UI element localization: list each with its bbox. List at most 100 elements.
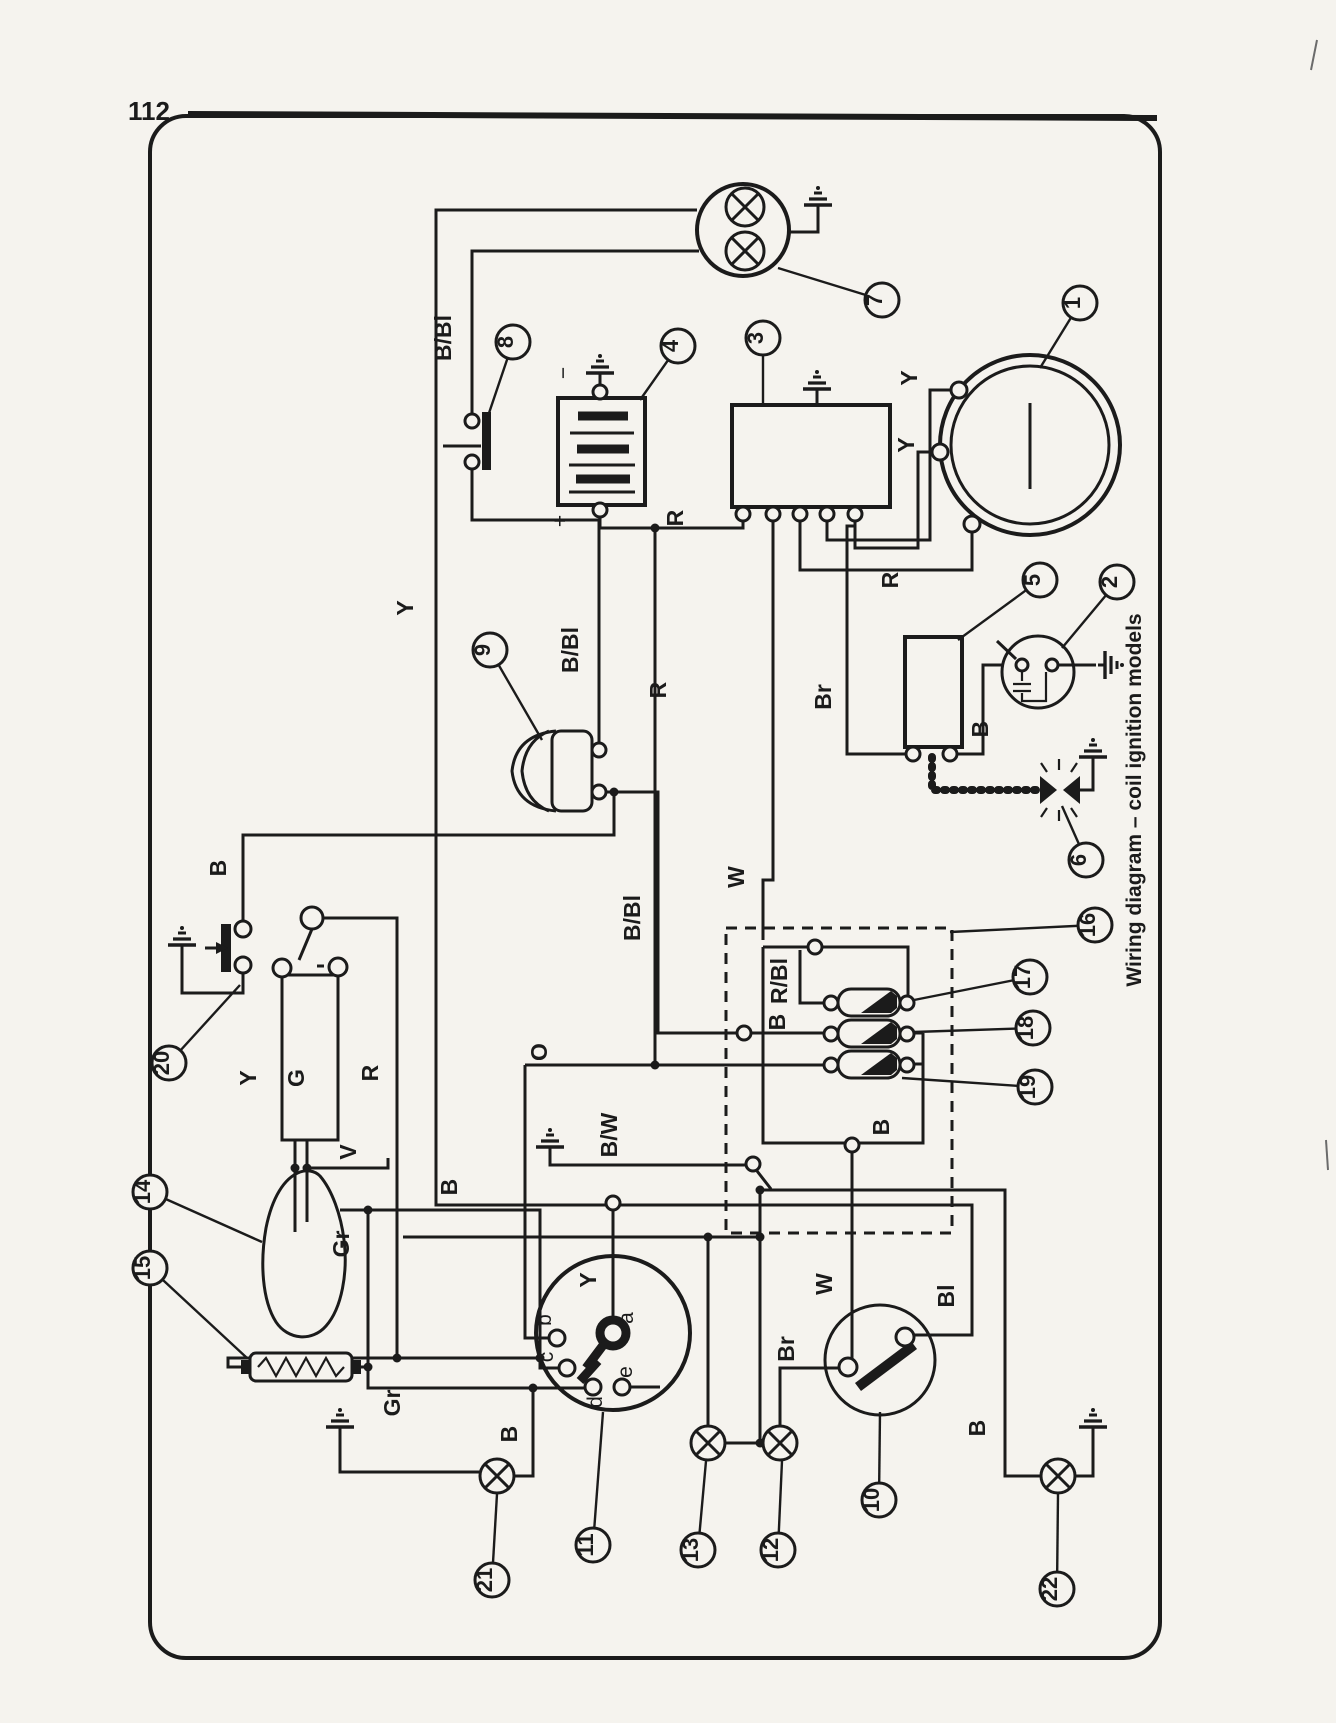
wire-warning-box-frame [761,947,925,1145]
callout-number-16: 16 [1075,913,1100,937]
callout-number-8: 8 [493,336,518,348]
ground-symbols [166,184,1126,1436]
wire-alt-t3 [798,521,974,572]
callout-number-22: 22 [1037,1577,1062,1601]
components [216,182,1122,1495]
warning-lamp-19 [836,1049,902,1080]
callout-circle-13 [679,1531,717,1569]
callout-number-20: 20 [149,1051,174,1075]
wire-white-rectifier [761,521,775,940]
wire-bulb21-ground [338,1434,480,1474]
bulb-22 [1039,1457,1077,1495]
ground-icon [534,1126,566,1156]
callout-number-13: 13 [678,1538,703,1562]
ground-icon [1077,1406,1109,1436]
callout-number-6: 6 [1066,854,1091,866]
wire-label-+: + [549,515,572,527]
wire-switch20-ground-loop [180,952,245,995]
horn-button [482,412,491,470]
wire-brown-coil [845,521,906,756]
wire-br-bulb12 [778,1366,839,1426]
wire-label-Bl: Bl [933,1285,959,1308]
wire-bw-kill [548,1154,746,1167]
callout-circle-14 [131,1173,169,1211]
callout-circle-21 [473,1561,511,1599]
bulb-13 [689,1424,727,1462]
ground-icon [166,924,198,954]
bulb-12 [761,1424,799,1462]
wire-label-e: e [614,1366,637,1378]
ground-icon [1096,649,1126,681]
callout-leader-11 [591,1411,605,1546]
headlamp-bulb [261,1169,347,1339]
callout-number-15: 15 [130,1256,155,1280]
callout-number-11: 11 [573,1533,598,1556]
wire-label-B: B [964,1420,990,1437]
callout-number-9: 9 [470,644,495,656]
wire-label-B: B [205,860,231,877]
wire-label-d: d [584,1396,607,1408]
callout-leader-14 [149,1190,263,1244]
contact-breaker [995,634,1076,710]
callout-number-12: 12 [758,1538,783,1562]
wire-plug-ground [1077,764,1095,792]
callout-circle-10 [860,1481,898,1519]
callout-circle-16 [1076,906,1114,944]
callout-circle-17 [1011,958,1049,996]
callout-circle-1 [1061,284,1099,322]
alternator [938,353,1122,537]
wire-label-Y: Y [235,1070,261,1085]
warning-lamps [836,987,902,1080]
callout-circle-8 [494,323,532,361]
ignition-coil [903,635,964,749]
ground-icon [1077,736,1109,766]
dip-switch-lever [299,905,325,931]
wire-bulb22-ground [1075,1434,1095,1478]
wire-red-battery [598,517,745,530]
wire-label-W: W [811,1273,837,1295]
page-header: 112 [128,96,1158,126]
warning-lamp-18 [836,1018,902,1049]
wire-label-O: O [526,1043,552,1061]
bulb-21 [478,1457,516,1495]
tail-lamp [695,182,791,278]
callout-number-19: 19 [1015,1075,1040,1099]
wire-label-B: B [496,1426,522,1443]
wire-label-Br: Br [773,1336,799,1362]
wire-b-to-bulb22 [760,1188,1041,1478]
diagram-caption: Wiring diagram – coil ignition models [1123,613,1146,986]
callout-circle-19 [1016,1068,1054,1106]
ht-lead [928,753,1042,794]
wire-label-−: − [552,367,575,379]
wire-label-Y: Y [893,437,919,452]
callout-circle-6 [1067,841,1105,879]
wire-label-B: B [868,1119,894,1136]
resistor [241,1351,361,1383]
callout-leader-15 [149,1267,248,1359]
callout-circle-20 [150,1044,188,1082]
callout-leader-19 [901,1076,1036,1089]
terminals [233,380,1060,1397]
wire-label-R: R [645,681,671,698]
wire-label-W: W [723,866,749,888]
callout-number-4: 4 [658,339,683,352]
wire-alt-t2 [853,450,932,550]
wire-label-B/Bl: B/Bl [430,315,456,361]
ground-icon [802,184,834,214]
wire-label-Y: Y [575,1272,601,1287]
callout-number-3: 3 [743,332,768,344]
ignition-switch [534,1254,692,1412]
wire-violet [307,1158,390,1170]
headlamp-shell [280,973,340,1142]
callout-circle-7 [863,281,901,319]
callout-number-2: 2 [1097,576,1122,588]
wire-rbl-lamp1 [798,950,824,1005]
wire-kill-blade [755,1170,773,1190]
wire-label-V: V [335,1144,361,1160]
wire-label-Br: Br [810,684,836,710]
callout-leader-18 [913,1026,1034,1034]
callout-number-10: 10 [859,1488,884,1512]
wire-label-a: a [615,1312,638,1324]
